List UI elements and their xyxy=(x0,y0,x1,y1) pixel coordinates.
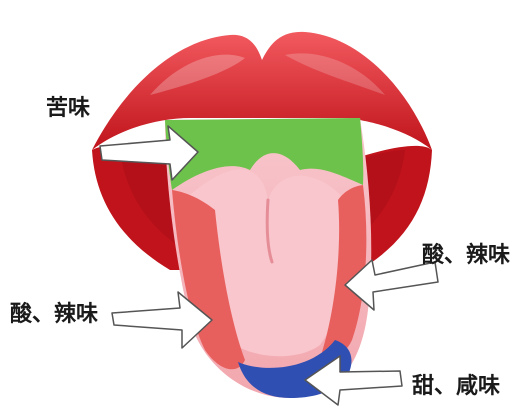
label-sour-spicy-left: 酸、辣味 xyxy=(10,296,98,328)
label-sour-spicy-right: 酸、辣味 xyxy=(422,237,510,269)
label-sweet-salty: 甜、咸味 xyxy=(412,368,500,400)
label-bitter: 苦味 xyxy=(46,90,90,122)
